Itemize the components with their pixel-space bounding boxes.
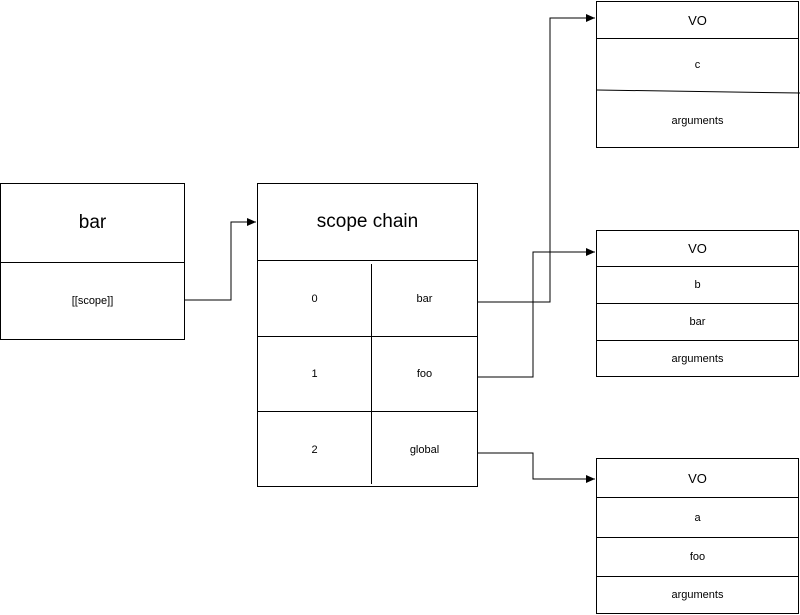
vo-box-3: VO a foo arguments — [596, 458, 799, 614]
divider — [1, 262, 184, 263]
vo-box-3-row-a: a — [694, 511, 701, 524]
vo-box-3-title: VO — [688, 470, 707, 486]
divider — [258, 336, 477, 337]
divider — [597, 497, 798, 498]
vo-box-1-row-arguments: arguments — [671, 114, 724, 127]
scope-row-1-index: 1 — [311, 368, 318, 380]
vo-box-3-row-foo: foo — [689, 551, 706, 563]
bar-box-title: bar — [78, 212, 107, 233]
bar-box-scope-row: [[scope]] — [71, 295, 114, 307]
divider — [597, 89, 800, 94]
arrow-scope-to-chain — [185, 218, 256, 301]
divider — [597, 340, 798, 341]
vo-box-2-row-b: b — [694, 279, 701, 291]
bar-box: bar [[scope]] — [0, 183, 185, 340]
divider — [597, 303, 798, 304]
arrow-foo-to-vo2 — [478, 248, 595, 378]
arrow-global-to-vo3 — [478, 452, 595, 483]
divider — [258, 411, 477, 412]
divider — [597, 266, 798, 267]
scope-row-0-name: bar — [416, 292, 433, 305]
vo-box-3-row-arguments: arguments — [671, 589, 724, 601]
vo-box-2-title: VO — [688, 241, 707, 256]
vo-box-2-row-arguments: arguments — [671, 352, 724, 365]
divider — [597, 38, 798, 39]
scope-row-2-index: 2 — [311, 444, 318, 456]
scope-row-0-index: 0 — [311, 292, 318, 305]
vo-box-1-row-c: c — [694, 59, 701, 71]
scope-chain-box: scope chain 0 bar 1 foo 2 global — [257, 183, 478, 487]
vo-box-1: VO c arguments — [596, 1, 800, 148]
vo-box-1-title: VO — [688, 12, 707, 28]
divider — [597, 537, 798, 538]
scope-row-1-name: foo — [416, 368, 433, 380]
vo-box-2-row-bar: bar — [689, 316, 706, 328]
scope-row-2-name: global — [409, 444, 440, 456]
divider — [258, 260, 477, 261]
column-divider — [371, 264, 372, 484]
arrow-bar-to-vo1 — [478, 14, 595, 303]
scope-chain-title: scope chain — [316, 211, 419, 232]
divider — [597, 576, 798, 577]
vo-box-2: VO b bar arguments — [596, 230, 799, 377]
